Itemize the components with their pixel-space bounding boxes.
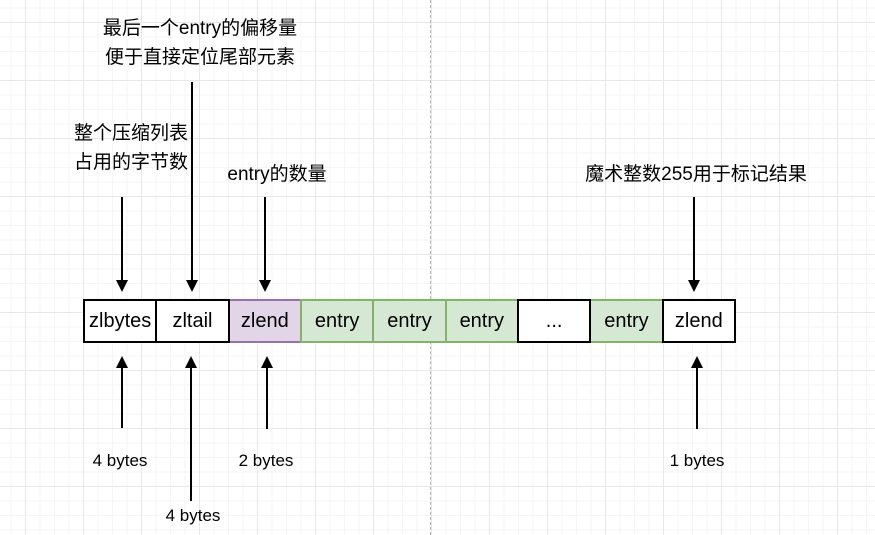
- ziplist-row: zlbytes zltail zlend entry entry entry .…: [83, 299, 736, 343]
- note-line: 整个压缩列表: [73, 123, 189, 144]
- cell-label: zlend: [674, 309, 723, 332]
- arrow-down-zllen: [264, 197, 266, 281]
- cell-entry-1: entry: [299, 299, 375, 343]
- arrow-down-zltail: [191, 82, 193, 281]
- size-label-zllen: 2 bytes: [238, 451, 294, 470]
- page-boundary-line: [430, 0, 431, 535]
- cell-label: ...: [545, 309, 563, 332]
- cell-zllen: zlend: [227, 299, 302, 343]
- note-line: entry的数量: [227, 164, 327, 185]
- cell-ellipsis: ...: [516, 299, 592, 343]
- note-line: 便于直接定位尾部元素: [104, 47, 295, 68]
- cell-zlbytes: zlbytes: [83, 299, 158, 343]
- size-label-zlbytes: 4 bytes: [92, 451, 148, 470]
- note-line: 魔术整数255用于标记结果: [585, 164, 807, 185]
- note-magic-end: 魔术整数255用于标记结果: [585, 160, 807, 189]
- note-zlbytes-total: 整个压缩列表 占用的字节数: [74, 119, 188, 177]
- arrow-up-zlend: [696, 367, 698, 429]
- cell-entry-n: entry: [589, 299, 664, 343]
- arrow-up-zllen: [266, 367, 268, 429]
- size-label-zlend: 1 bytes: [669, 451, 725, 470]
- cell-label: entry: [459, 309, 505, 332]
- cell-label: entry: [604, 309, 649, 332]
- cell-entry-3: entry: [444, 299, 519, 343]
- cell-zlend-final: zlend: [661, 299, 736, 343]
- arrow-up-zlbytes: [121, 367, 123, 428]
- cell-label: zltail: [172, 309, 213, 332]
- note-entry-count: entry的数量: [227, 160, 326, 189]
- note-line: 最后一个entry的偏移量: [102, 18, 298, 39]
- arrow-down-zlend: [693, 197, 695, 281]
- cell-zltail: zltail: [155, 299, 230, 343]
- note-zltail-offset: 最后一个entry的偏移量 便于直接定位尾部元素: [103, 14, 297, 72]
- arrow-up-zltail: [190, 367, 192, 501]
- arrow-down-zlbytes: [121, 197, 123, 281]
- cell-label: zlbytes: [89, 309, 152, 332]
- cell-label: entry: [314, 309, 360, 332]
- size-label-zltail: 4 bytes: [165, 506, 221, 525]
- note-line: 占用的字节数: [73, 152, 189, 173]
- cell-label: zlend: [240, 309, 289, 332]
- cell-label: entry: [387, 309, 432, 332]
- cell-entry-2: entry: [372, 299, 447, 343]
